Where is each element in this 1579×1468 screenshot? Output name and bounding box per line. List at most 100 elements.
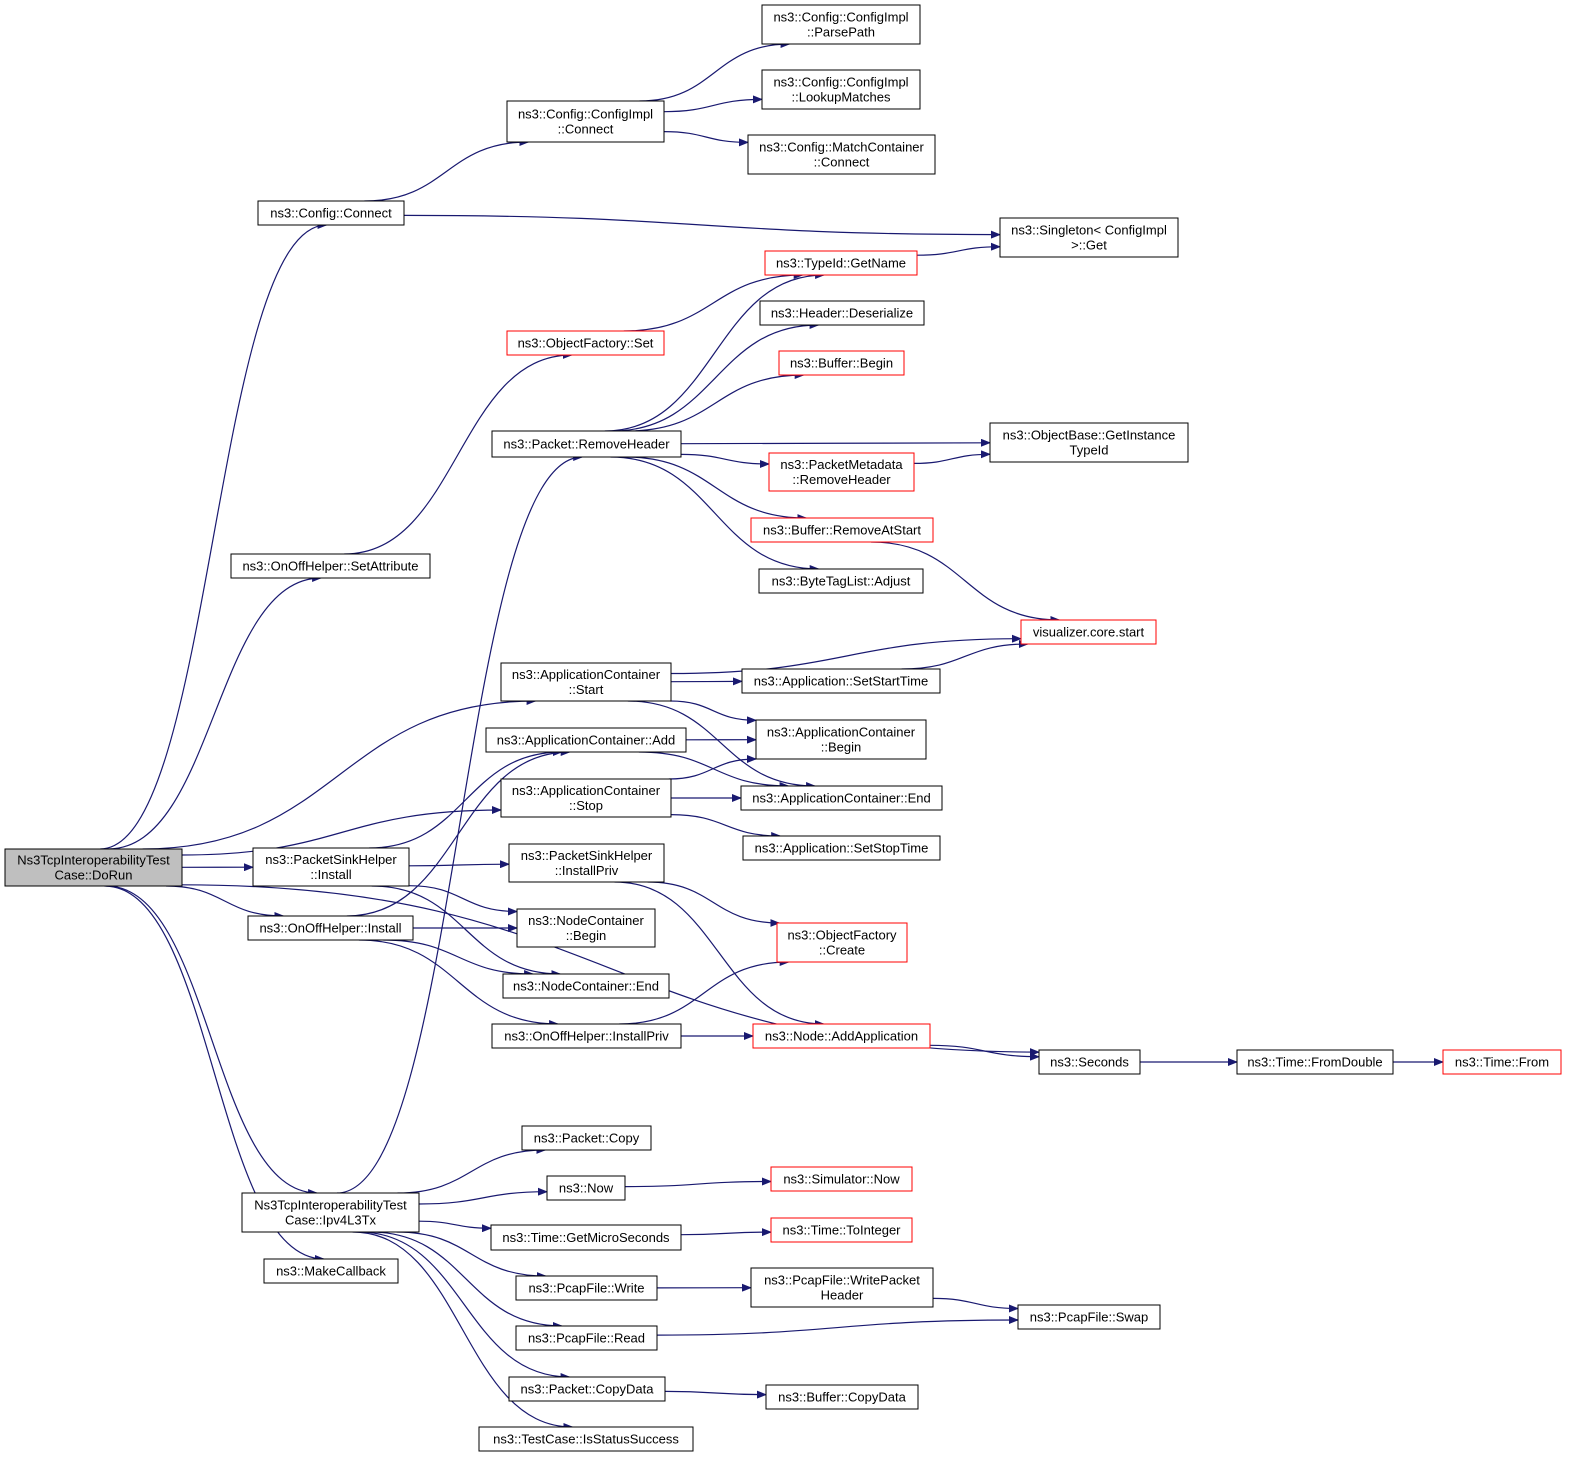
call-edge-sink_installpriv-to-node_addapp	[614, 881, 825, 1028]
node-box	[768, 452, 915, 492]
call-edge-packet_copydata-to-buffer_copydata	[664, 1390, 767, 1399]
node-packet-removeheader[interactable]: ns3::Packet::RemoveHeader	[491, 430, 682, 458]
node-packet-copy[interactable]: ns3::Packet::Copy	[521, 1125, 652, 1151]
node-pcap-swap[interactable]: ns3::PcapFile::Swap	[1017, 1304, 1161, 1330]
node-label: ns3::Application::SetStopTime	[755, 841, 929, 856]
call-edge-sink_install-to-nodecont_end	[371, 885, 562, 978]
node-label: ns3::PcapFile::Read	[528, 1331, 645, 1346]
node-appcont-start[interactable]: ns3::ApplicationContainer::Start	[500, 662, 672, 702]
node-time-getmicro[interactable]: ns3::Time::GetMicroSeconds	[490, 1224, 682, 1251]
node-label: Ns3TcpInteroperabilityTest	[254, 1198, 407, 1213]
node-label: ns3::ApplicationContainer	[767, 725, 916, 740]
node-box	[747, 134, 936, 175]
node-buffer-removeatstart[interactable]: ns3::Buffer::RemoveAtStart	[750, 517, 934, 543]
node-box	[1442, 1049, 1562, 1075]
node-simulator-now[interactable]: ns3::Simulator::Now	[770, 1166, 913, 1192]
call-edge-ipv4l3tx-to-packet_copydata	[358, 1231, 571, 1381]
node-box	[491, 430, 682, 458]
node-nodecont-begin[interactable]: ns3::NodeContainer::Begin	[516, 908, 656, 948]
node-appcont-stop[interactable]: ns3::ApplicationContainer::Stop	[500, 778, 672, 818]
node-ns3-seconds[interactable]: ns3::Seconds	[1038, 1049, 1141, 1075]
node-label: ns3::Buffer::Begin	[790, 356, 893, 371]
node-box	[4, 848, 183, 887]
node-label: ns3::ApplicationContainer	[512, 783, 661, 798]
node-appcont-add[interactable]: ns3::ApplicationContainer::Add	[485, 727, 687, 753]
call-edge-ipv4l3tx-to-pcap_read	[370, 1231, 563, 1330]
node-configimpl-parsepath[interactable]: ns3::Config::ConfigImpl::ParsePath	[761, 4, 921, 45]
call-edge-ipv4l3tx-to-time_getmicro	[418, 1220, 492, 1233]
node-onoff-installpriv[interactable]: ns3::OnOffHelper::InstallPriv	[491, 1023, 682, 1049]
node-visualizer-start[interactable]: visualizer.core.start	[1020, 619, 1157, 645]
node-box	[230, 553, 431, 579]
call-edge-config_connect-to-singleton_get	[403, 214, 1001, 239]
node-packet-copydata[interactable]: ns3::Packet::CopyData	[508, 1376, 666, 1402]
node-box	[515, 1275, 658, 1301]
node-box	[252, 847, 410, 887]
node-singleton-get[interactable]: ns3::Singleton< ConfigImpl >::Get	[999, 217, 1179, 258]
call-edge-root-to-config_connect	[100, 221, 328, 850]
node-box	[491, 1023, 682, 1049]
node-box	[989, 422, 1189, 463]
node-label: ns3::PacketSinkHelper	[265, 852, 397, 867]
node-label: Case::DoRun	[54, 868, 132, 883]
node-label: ns3::ApplicationContainer	[512, 667, 661, 682]
node-label: ::Begin	[821, 740, 861, 755]
node-configimpl-lookup[interactable]: ns3::Config::ConfigImpl::LookupMatches	[761, 69, 921, 110]
node-bytetaglist-adjust[interactable]: ns3::ByteTagList::Adjust	[758, 568, 924, 594]
node-header-deserialize[interactable]: ns3::Header::Deserialize	[759, 300, 925, 326]
call-edge-onoff_installpriv-to-objfactory_create	[619, 958, 790, 1025]
node-box	[478, 1426, 694, 1452]
node-label: ns3::Application::SetStartTime	[754, 674, 928, 689]
node-box	[750, 517, 934, 543]
node-matchcont-connect[interactable]: ns3::Config::MatchContainer::Connect	[747, 134, 936, 175]
node-nodecont-end[interactable]: ns3::NodeContainer::End	[502, 973, 670, 999]
node-label: ns3::Buffer::RemoveAtStart	[763, 523, 921, 538]
node-typeid-getname[interactable]: ns3::TypeId::GetName	[764, 250, 918, 276]
node-buffer-begin[interactable]: ns3::Buffer::Begin	[778, 350, 905, 376]
node-testcase-isstatus[interactable]: ns3::TestCase::IsStatusSuccess	[478, 1426, 694, 1452]
node-label: ns3::OnOffHelper::SetAttribute	[242, 559, 418, 574]
node-objfactory-set[interactable]: ns3::ObjectFactory::Set	[506, 330, 665, 356]
node-time-fromdouble[interactable]: ns3::Time::FromDouble	[1236, 1049, 1394, 1075]
node-sink-install[interactable]: ns3::PacketSinkHelper::Install	[252, 847, 410, 887]
node-appcont-begin[interactable]: ns3::ApplicationContainer::Begin	[755, 719, 927, 760]
node-configimpl-connect[interactable]: ns3::Config::ConfigImpl::Connect	[506, 100, 665, 143]
node-label: ns3::Buffer::CopyData	[778, 1390, 906, 1405]
node-node-addapp[interactable]: ns3::Node::AddApplication	[752, 1023, 931, 1049]
node-buffer-copydata[interactable]: ns3::Buffer::CopyData	[765, 1384, 919, 1410]
node-ns3-now[interactable]: ns3::Now	[546, 1175, 626, 1201]
node-makecallback[interactable]: ns3::MakeCallback	[263, 1258, 399, 1284]
call-edge-sink_install-to-appcont_add	[369, 748, 563, 849]
call-edge-onoff_install-to-onoff_installpriv	[358, 939, 560, 1028]
node-app-setstarttime[interactable]: ns3::Application::SetStartTime	[741, 668, 941, 694]
node-label: ::RemoveHeader	[792, 472, 891, 487]
node-config-connect[interactable]: ns3::Config::Connect	[257, 200, 405, 226]
node-label: ns3::Simulator::Now	[783, 1172, 900, 1187]
node-time-tointeger[interactable]: ns3::Time::ToInteger	[770, 1217, 913, 1243]
node-box	[750, 1267, 934, 1308]
node-box	[764, 250, 918, 276]
node-onoff-setattr[interactable]: ns3::OnOffHelper::SetAttribute	[230, 553, 431, 579]
node-label: ns3::PcapFile::Swap	[1030, 1310, 1149, 1325]
node-pcap-write[interactable]: ns3::PcapFile::Write	[515, 1275, 658, 1301]
node-sink-installpriv[interactable]: ns3::PacketSinkHelper::InstallPriv	[508, 843, 665, 883]
node-label: ns3::PacketMetadata	[780, 457, 903, 472]
node-label: Ns3TcpInteroperabilityTest	[17, 853, 170, 868]
call-edge-packet_removeheader-to-header_deserialize	[611, 321, 820, 432]
node-box	[741, 668, 941, 694]
edges-layer	[100, 40, 1444, 1431]
node-label: ::Connect	[814, 155, 870, 170]
node-time-from[interactable]: ns3::Time::From	[1442, 1049, 1562, 1075]
node-objfactory-create[interactable]: ns3::ObjectFactory::Create	[776, 922, 908, 963]
node-pcap-read[interactable]: ns3::PcapFile::Read	[515, 1325, 658, 1351]
node-box	[506, 330, 665, 356]
node-pktmeta-removeheader[interactable]: ns3::PacketMetadata::RemoveHeader	[768, 452, 915, 492]
node-appcont-end[interactable]: ns3::ApplicationContainer::End	[740, 785, 943, 811]
call-edge-appcont_start-to-visualizer_start	[670, 634, 1022, 675]
node-onoff-install[interactable]: ns3::OnOffHelper::Install	[247, 915, 414, 941]
node-app-setstoptime[interactable]: ns3::Application::SetStopTime	[742, 835, 941, 861]
